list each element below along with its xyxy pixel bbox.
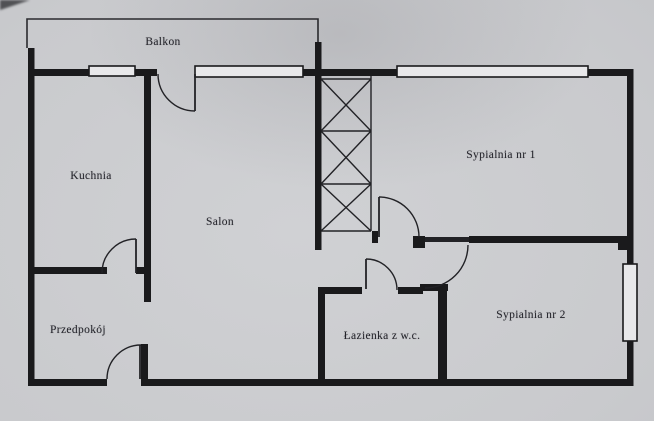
ventilation-shaft — [320, 76, 372, 232]
bathroom-door — [365, 258, 398, 291]
salon-balcony-window — [194, 65, 304, 78]
bedroom1-door — [378, 196, 420, 238]
room-label-balkon: Balkon — [145, 36, 181, 48]
entrance-door — [106, 344, 142, 380]
kitchen-door — [101, 238, 137, 274]
room-label-salon: Salon — [206, 216, 234, 228]
doors-layer — [101, 73, 469, 380]
bedroom2-door — [424, 237, 469, 289]
walls-layer — [28, 42, 634, 386]
kitchen-window — [88, 65, 136, 77]
room-label-sypialnia-1: Sypialnia nr 1 — [466, 149, 536, 161]
balcony-door — [157, 73, 196, 112]
bedroom2-window — [622, 263, 638, 342]
room-label-przedpokoj: Przedpokój — [50, 324, 106, 336]
room-label-lazienka: Łazienka z w.c. — [343, 330, 421, 342]
balcony-outline — [26, 18, 319, 48]
windows-layer — [88, 65, 638, 342]
scan-corner-shadow — [0, 0, 30, 10]
bedroom1-window — [396, 65, 589, 78]
room-label-kuchnia: Kuchnia — [70, 170, 112, 182]
room-label-sypialnia-2: Sypialnia nr 2 — [496, 309, 566, 321]
